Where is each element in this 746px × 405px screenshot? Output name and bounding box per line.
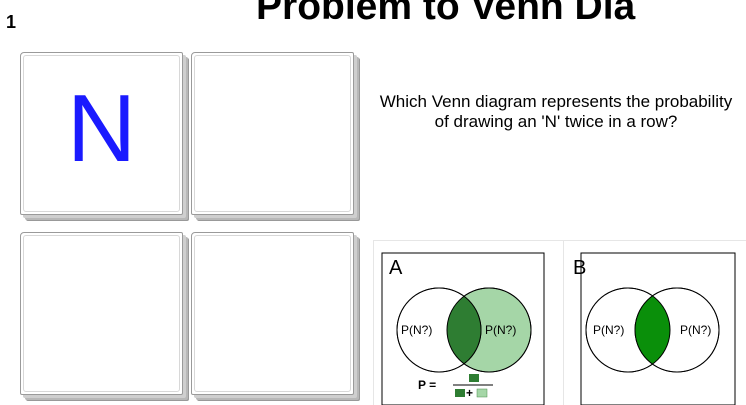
venn-right-label: P(N?) <box>485 323 516 337</box>
letter-tile-4[interactable] <box>191 232 354 395</box>
venn-intersection <box>447 288 481 372</box>
slide-number: 1 <box>6 12 17 32</box>
option-letter: B <box>573 257 586 279</box>
venn-intersection <box>635 288 670 372</box>
svg-text:P =: P = <box>418 378 436 392</box>
probability-formula: P = + <box>418 374 493 400</box>
letter-tile-3[interactable] <box>20 232 183 395</box>
venn-diagram-b: B P(N?) P(N?) <box>573 252 736 405</box>
option-letter: A <box>389 257 403 279</box>
letter-tile-2[interactable] <box>191 52 354 215</box>
question-text: Which Venn diagram represents the probab… <box>379 92 733 131</box>
venn-diagram-a: A P(N?) P(N?) P = + <box>381 252 545 405</box>
options-grid-line <box>373 240 746 241</box>
tile-letter: N <box>66 75 137 182</box>
venn-left-label: P(N?) <box>593 323 624 337</box>
options-grid-line <box>563 240 564 405</box>
venn-right-label: P(N?) <box>680 323 711 337</box>
page-title: Problem to Venn Dia <box>256 0 636 28</box>
option-b[interactable]: B P(N?) P(N?) <box>570 252 736 405</box>
svg-text:+: + <box>466 386 473 400</box>
options-grid-line <box>373 240 374 405</box>
option-a[interactable]: A P(N?) P(N?) P = + <box>381 252 545 405</box>
venn-left-label: P(N?) <box>401 323 432 337</box>
letter-tile-1[interactable]: N <box>20 52 183 215</box>
